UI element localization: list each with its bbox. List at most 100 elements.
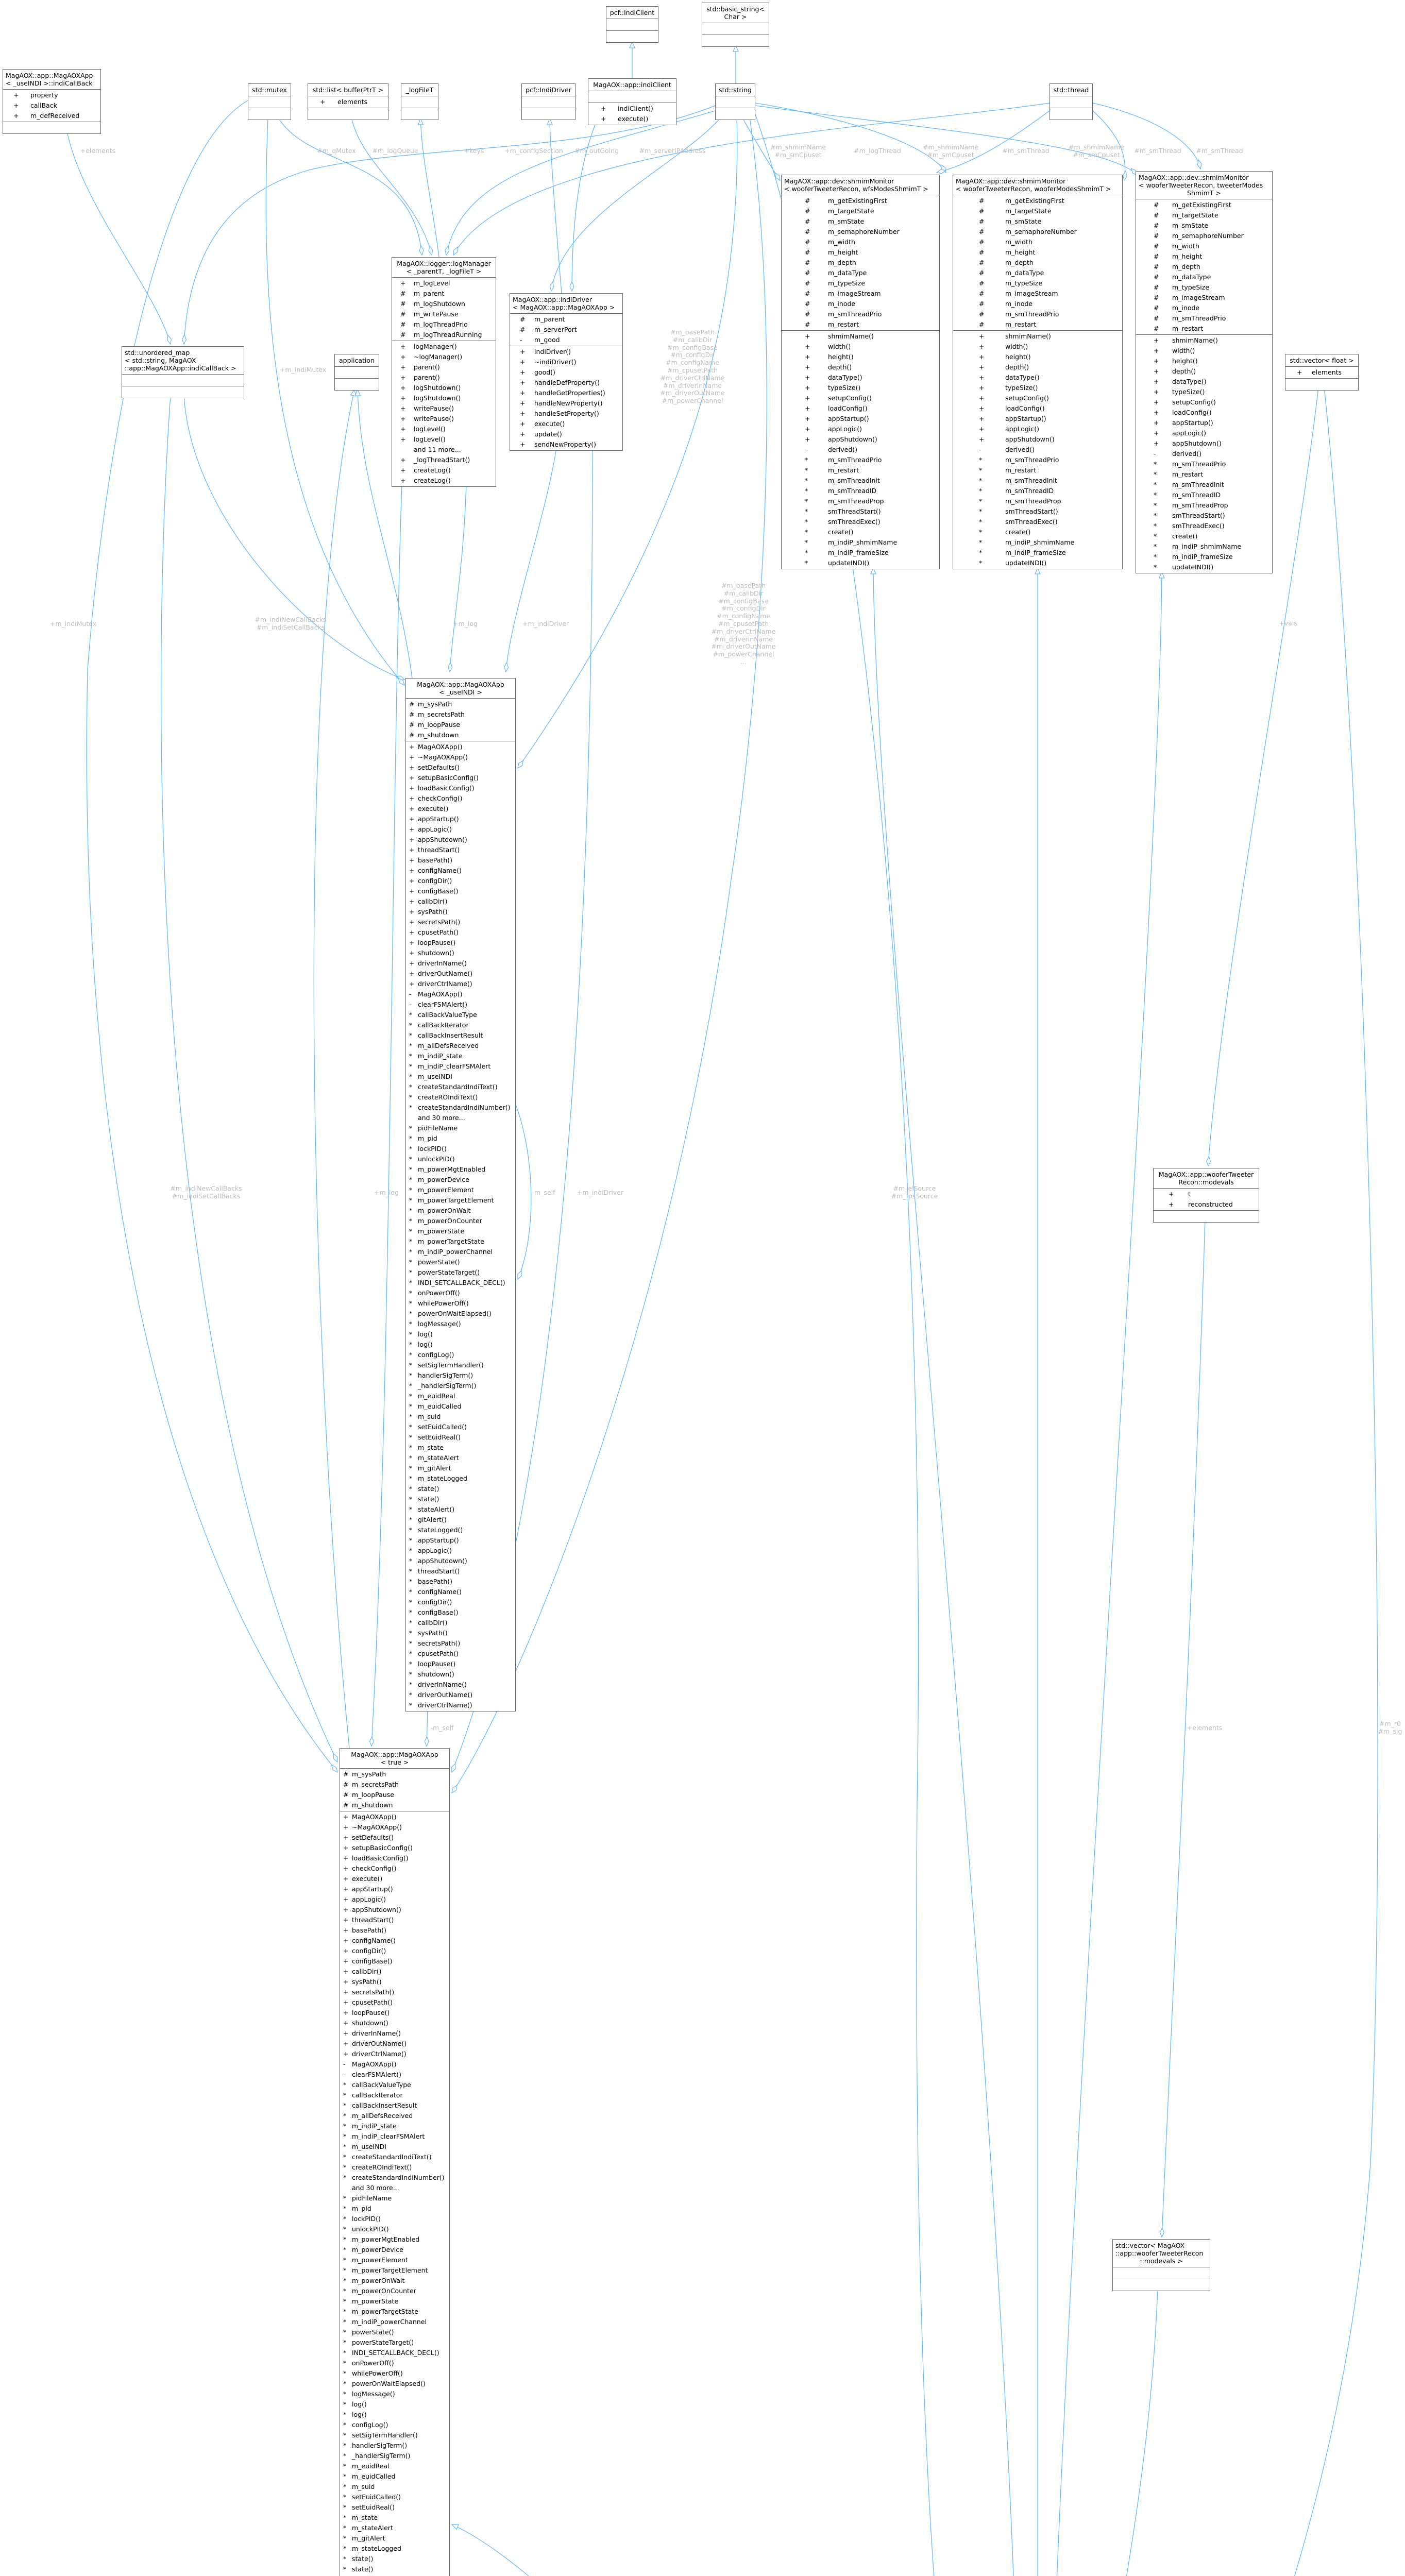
member-row[interactable]: #m_logShutdown [392,299,496,309]
member-row[interactable]: *m_euidReal [340,2461,449,2471]
member-row[interactable]: +appStartup() [406,814,515,824]
member-row[interactable]: *m_powerDevice [340,2245,449,2255]
member-row[interactable]: *setEuidReal() [406,1432,515,1443]
member-row[interactable]: +handleNewProperty() [510,398,622,409]
member-row[interactable]: #m_smState [953,216,1122,227]
member-row[interactable]: *m_stateAlert [406,1453,515,1463]
member-row[interactable]: +~logManager() [392,352,496,362]
member-row[interactable]: *m_euidCalled [340,2471,449,2482]
member-row[interactable]: *m_indiP_state [340,2121,449,2131]
member-row[interactable]: +appStartup() [782,414,939,424]
member-row[interactable]: *stateLogged() [406,1525,515,1535]
member-row[interactable]: +sendNewProperty() [510,439,622,450]
member-row[interactable]: *onPowerOff() [406,1288,515,1298]
member-row[interactable]: *setEuidCalled() [340,2492,449,2502]
member-row[interactable]: *createStandardIndiText() [406,1082,515,1092]
class-node-std-thread[interactable]: std::thread [1049,83,1093,120]
member-row[interactable]: #m_sysPath [340,1769,449,1780]
member-row[interactable]: +_logThreadStart() [392,455,496,465]
member-row[interactable]: +handleGetProperties() [510,388,622,398]
member-row[interactable]: #m_smThreadPrio [953,309,1122,319]
member-row[interactable]: +MagAOXApp() [340,1812,449,1822]
member-row[interactable]: *createROIndiText() [406,1092,515,1103]
member-row[interactable]: +dataType() [953,372,1122,383]
member-row[interactable]: #m_dataType [953,268,1122,278]
member-row[interactable]: *m_smThreadPrio [782,455,939,465]
class-node-shmimmonitor-woofermodes[interactable]: MagAOX::app::dev::shmimMonitor< wooferTw… [953,175,1123,569]
member-row[interactable]: #m_imageStream [782,289,939,299]
member-row[interactable]: #m_restart [1136,324,1272,334]
member-row[interactable]: *create() [1136,531,1272,541]
member-row[interactable]: *log() [340,2399,449,2410]
member-row[interactable]: *m_restart [1136,469,1272,480]
member-row[interactable]: *smThreadStart() [782,506,939,517]
member-row[interactable]: *m_restart [782,465,939,476]
member-row[interactable]: +depth() [1136,366,1272,377]
member-row[interactable]: +checkConfig() [340,1863,449,1874]
member-row[interactable]: *driverInName() [406,1680,515,1690]
member-row[interactable]: #m_writePause [392,309,496,319]
member-row[interactable]: +appStartup() [1136,418,1272,428]
member-row[interactable]: #m_semaphoreNumber [1136,231,1272,241]
class-node-logmanager[interactable]: MagAOX::logger::logManager< _parentT, _l… [392,257,496,487]
member-row[interactable]: *m_powerTargetElement [406,1195,515,1206]
member-row[interactable]: and 11 more... [392,445,496,455]
member-row[interactable]: *m_indiP_shmimName [953,537,1122,548]
member-row[interactable]: +MagAOXApp() [406,742,515,752]
member-row[interactable]: *m_smThreadID [1136,490,1272,500]
member-row[interactable]: #m_smState [782,216,939,227]
member-row[interactable]: *callBackValueType [406,1010,515,1020]
member-row[interactable]: *setSigTermHandler() [340,2430,449,2441]
member-row[interactable]: +depth() [782,362,939,372]
member-row[interactable]: #m_loopPause [406,720,515,730]
member-row[interactable]: +execute() [510,419,622,429]
member-row[interactable]: *m_euidCalled [406,1401,515,1412]
member-row[interactable]: #m_imageStream [953,289,1122,299]
member-row[interactable]: *secretsPath() [406,1638,515,1649]
member-row[interactable]: +dataType() [1136,377,1272,387]
member-row[interactable]: *whilePowerOff() [406,1298,515,1309]
member-row[interactable]: +loadBasicConfig() [406,783,515,793]
member-row[interactable]: #m_height [1136,251,1272,262]
member-row[interactable]: *m_powerState [406,1226,515,1236]
member-row[interactable]: *driverCtrlName() [406,1700,515,1710]
member-row[interactable]: *smThreadExec() [953,517,1122,527]
member-row[interactable]: +appShutdown() [1136,438,1272,449]
member-row[interactable]: *m_smThreadPrio [1136,459,1272,469]
member-row[interactable]: *unlockPID() [340,2224,449,2234]
member-row[interactable]: *powerState() [406,1257,515,1267]
member-row[interactable]: *appLogic() [406,1546,515,1556]
member-row[interactable]: *smThreadExec() [1136,521,1272,531]
member-row[interactable]: *powerStateTarget() [340,2337,449,2348]
member-row[interactable]: #m_restart [782,319,939,330]
member-row[interactable]: *m_gitAlert [340,2533,449,2544]
member-row[interactable]: *stateAlert() [406,1504,515,1515]
member-row[interactable]: #m_smThreadPrio [1136,313,1272,324]
member-row[interactable]: #m_inode [953,299,1122,309]
member-row[interactable]: +secretsPath() [406,917,515,927]
member-row[interactable]: +execute() [340,1874,449,1884]
member-row[interactable]: +appStartup() [953,414,1122,424]
member-row[interactable]: +execute() [588,114,676,124]
member-row[interactable]: +cpusetPath() [340,1997,449,2008]
member-row[interactable]: +dataType() [782,372,939,383]
member-row[interactable]: +logShutdown() [392,383,496,393]
member-row[interactable]: *lockPID() [340,2214,449,2224]
member-row[interactable]: +driverInName() [406,958,515,969]
member-row[interactable]: *m_powerOnCounter [340,2286,449,2296]
member-row[interactable]: *m_powerElement [340,2255,449,2265]
class-node-shmimmonitor-tweetermodes[interactable]: MagAOX::app::dev::shmimMonitor< wooferTw… [1136,171,1273,573]
member-row[interactable]: *m_euidReal [406,1391,515,1401]
member-row[interactable]: #m_width [1136,241,1272,251]
member-row[interactable]: #m_getExistingFirst [782,196,939,206]
member-row[interactable]: *createROIndiText() [340,2162,449,2173]
member-row[interactable]: +appLogic() [782,424,939,434]
member-row[interactable]: +m_logLevel [392,278,496,289]
member-row[interactable]: +configBase() [340,1956,449,1967]
member-row[interactable]: +appLogic() [1136,428,1272,438]
member-row[interactable]: +height() [953,352,1122,362]
member-row[interactable]: *m_powerMgtEnabled [340,2234,449,2245]
member-row[interactable]: #m_targetState [1136,210,1272,221]
member-row[interactable]: *appStartup() [406,1535,515,1546]
member-row[interactable]: *m_pid [340,2204,449,2214]
